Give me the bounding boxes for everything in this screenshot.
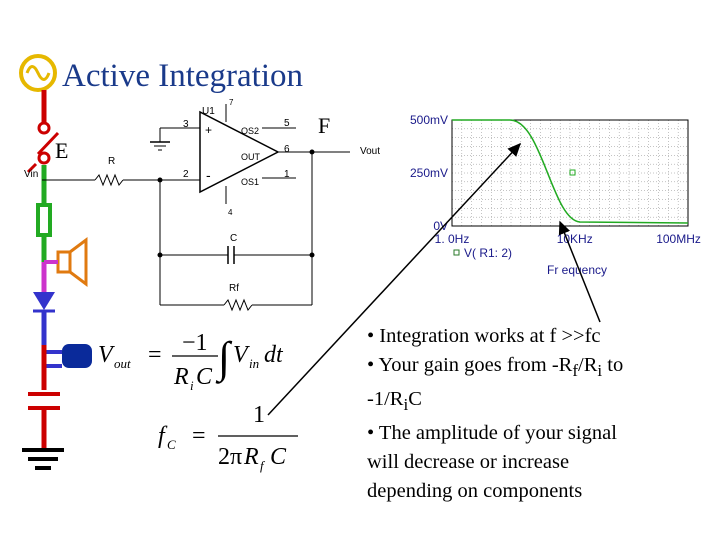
label-e: E	[55, 138, 69, 163]
bullet-line-4: • The amplitude of your signal	[367, 422, 617, 445]
eq-vout-c: C	[196, 364, 213, 390]
eq-fc-f: f	[158, 423, 168, 449]
opamp-triangle	[199, 110, 280, 194]
eq-vout-sub: out	[114, 356, 131, 371]
y-tick-label: 0V	[433, 219, 448, 233]
x-tick-label: 10KHz	[557, 232, 593, 246]
c-label: C	[230, 233, 237, 244]
pin-os2: 5	[284, 118, 290, 129]
equation-fc: f C = 1 2π R f C	[158, 402, 298, 473]
bullet-line-2: • Your gain goes from -Rf/Ri to	[367, 354, 624, 381]
left-component-bar	[19, 54, 92, 470]
r-label: R	[108, 156, 115, 167]
eq-fc-rf-sub: f	[260, 458, 266, 473]
eq-vout-ri: R	[173, 364, 189, 390]
os2-text: OS2	[241, 126, 259, 136]
bullet-list: • Integration works at f >>fc • Your gai…	[367, 322, 697, 506]
legend-marker	[453, 249, 460, 256]
ground-icon	[22, 448, 64, 470]
input-resistor	[94, 173, 124, 187]
pin-out: 6	[284, 144, 290, 155]
pin-v-plus: 7	[229, 98, 234, 107]
rf-label: Rf	[229, 283, 239, 294]
minus-sign: -	[206, 167, 211, 183]
pin-plus-in: 3	[183, 119, 189, 130]
eq-fc-equals: =	[192, 423, 206, 449]
switch-icon	[26, 121, 60, 174]
battery-icon	[44, 344, 92, 368]
integrator-schematic: U1 7 3 2 5 6 1 4 OS2 OUT OS1 + - Vin Vou…	[24, 98, 380, 312]
y-tick-label: 250mV	[410, 166, 448, 180]
bullet-line-6: depending on components	[367, 480, 583, 503]
response-trace	[452, 119, 689, 224]
x-axis-label: Fr equency	[547, 263, 607, 277]
feedback-resistor-rf	[223, 298, 253, 312]
sine-source-icon	[19, 54, 57, 92]
trace-marker	[569, 169, 576, 176]
eq-vin-sub: in	[249, 356, 259, 371]
capacitor-icon	[28, 392, 60, 410]
vin-label: Vin	[24, 169, 38, 180]
eq-vout-numerator: −1	[182, 330, 208, 356]
eq-fc-sub: C	[167, 437, 176, 452]
eq-dt: dt	[264, 342, 284, 368]
os1-text: OS1	[241, 177, 259, 187]
bullet-line-3: -1/RiC	[367, 388, 422, 415]
x-tick-label: 1. 0Hz	[435, 232, 470, 246]
eq-vin-v: V	[233, 342, 250, 368]
vout-label: Vout	[360, 146, 380, 157]
frequency-response-plot: 500mV 250mV 0V1. 0Hz 10KHz 100MHz V( R1: 2) Fr…	[410, 113, 701, 277]
eq-fc-two-pi: 2π	[218, 444, 242, 470]
label-f: F	[318, 113, 331, 138]
eq-fc-numerator: 1	[253, 402, 265, 428]
eq-fc-c: C	[270, 444, 287, 470]
pin-minus-in: 2	[183, 169, 189, 180]
opamp-ref-label: U1	[202, 106, 215, 117]
eq-fc-rf: R	[243, 444, 259, 470]
eq-vout-ri-sub: i	[190, 378, 194, 393]
pin-v-minus: 4	[228, 208, 233, 217]
slide-title: Active Integration	[62, 58, 303, 94]
eq-vout-equals: =	[148, 342, 162, 368]
legend-label: V( R1: 2)	[464, 246, 512, 260]
bullet-line-1: • Integration works at f >>fc	[367, 325, 601, 347]
eq-vout-v: V	[98, 342, 115, 368]
eq-integral: ∫	[215, 333, 233, 384]
x-tick-label: 100MHz	[656, 232, 701, 246]
out-text: OUT	[241, 152, 261, 162]
bullet-line-5: will decrease or increase	[367, 451, 570, 474]
equation-vout: V out = −1 R i C ∫ V in dt	[98, 330, 284, 393]
plus-sign: +	[205, 123, 212, 137]
y-tick-label: 500mV	[410, 113, 448, 127]
